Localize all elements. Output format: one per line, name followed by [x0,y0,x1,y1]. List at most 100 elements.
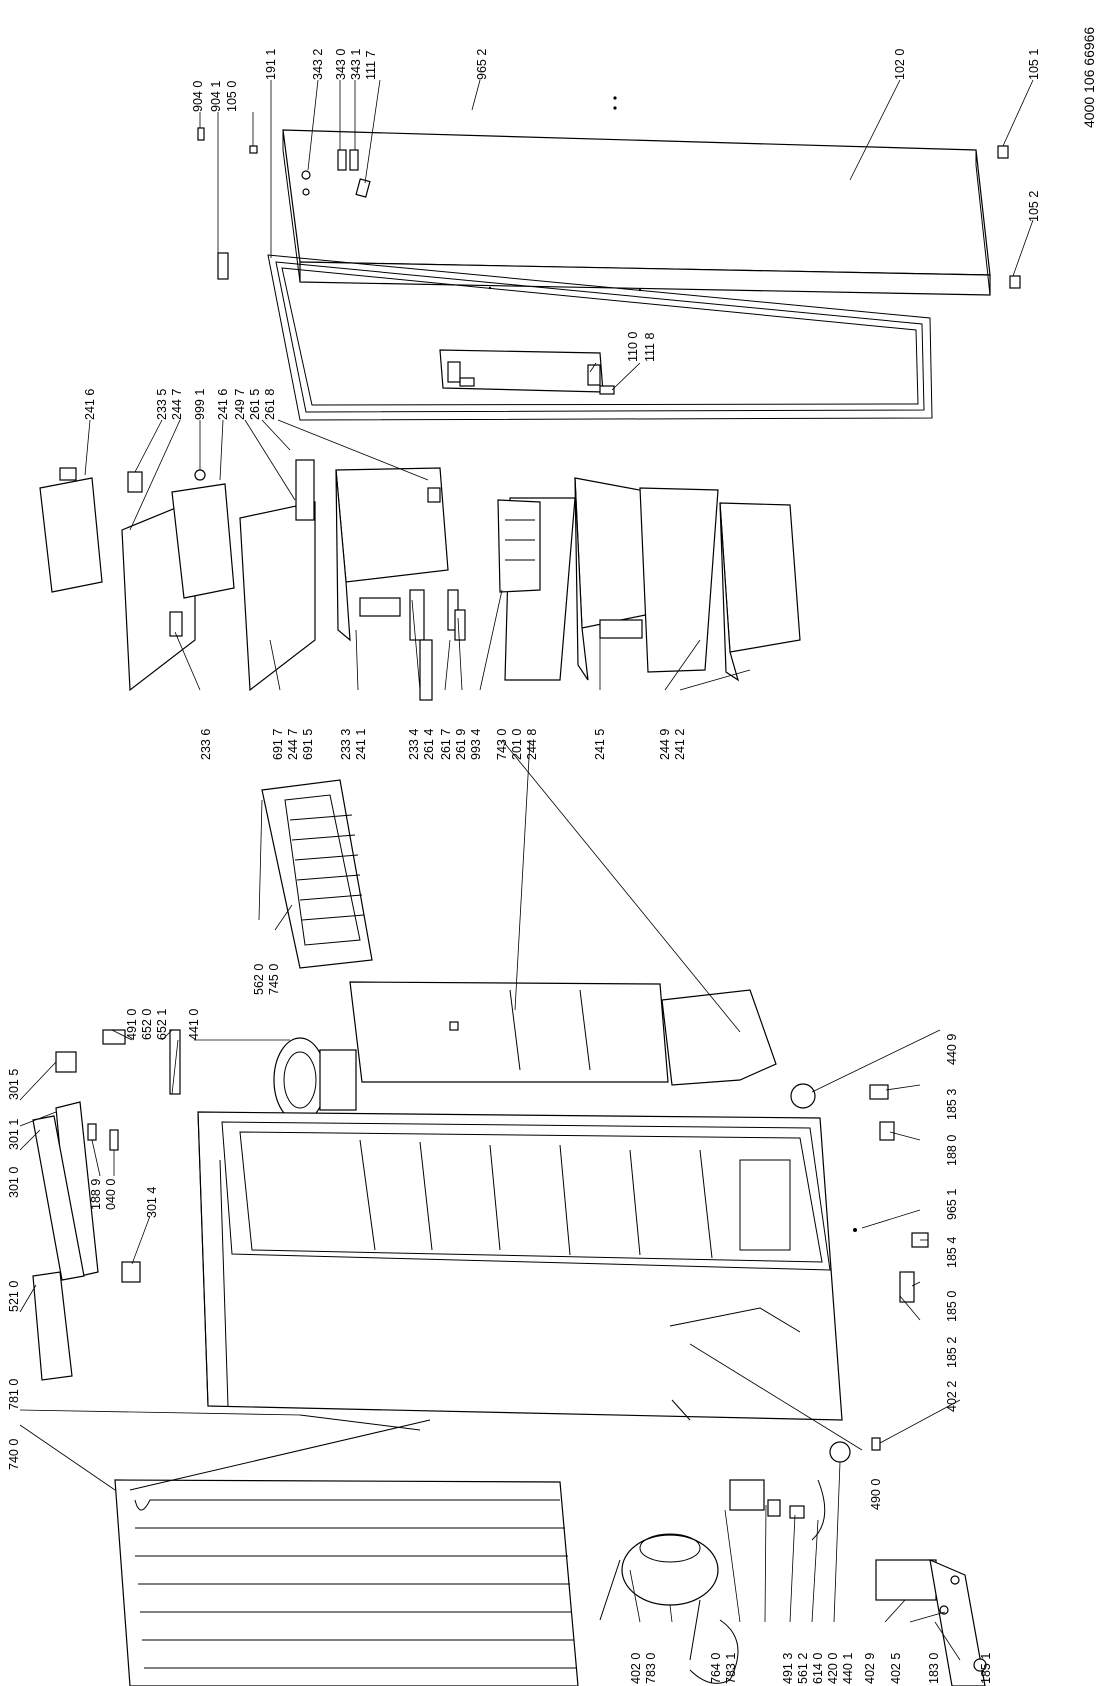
callout-241-2: 241 2 [673,729,687,760]
callout-105-0: 105 0 [225,81,239,112]
middle-flap-shelf [171,459,316,692]
callout-105-2: 105 2 [1027,191,1041,222]
callout-440-9: 440 9 [945,1034,959,1065]
air-duct-cover [661,989,777,1086]
callout-241-1: 241 1 [354,729,368,760]
callout-402-9: 402 9 [863,1653,877,1684]
callout-491-3: 491 3 [781,1653,795,1684]
callout-185-4: 185 4 [945,1237,959,1268]
callout-244-8: 244 8 [525,729,539,760]
callout-040-0: 040 0 [104,1179,118,1210]
parts-layer [32,96,1021,1686]
door-handle [439,349,615,395]
callout-185-2: 185 2 [945,1337,959,1368]
callout-261-5: 261 5 [248,389,262,420]
callout-188-9: 188 9 [89,1179,103,1210]
callout-999-1: 999 1 [193,389,207,420]
callout-241-6-middle: 241 6 [216,389,230,420]
callout-781-0: 781 0 [7,1379,21,1410]
control-panel [32,1051,141,1381]
callout-652-0: 652 0 [140,1009,154,1040]
callout-343-1: 343 1 [349,49,363,80]
fan-assembly [102,1029,357,1123]
callout-745-0: 745 0 [267,964,281,995]
callout-249-7: 249 7 [233,389,247,420]
callout-111-8: 111 8 [643,333,657,362]
callout-261-8: 261 8 [263,389,277,420]
callout-110-0: 110 0 [626,332,640,362]
upper-flap-shelf [39,467,196,692]
callout-402-0: 402 0 [629,1653,643,1684]
callout-185-3: 185 3 [945,1089,959,1120]
callout-233-3: 233 3 [339,729,353,760]
callout-233-4: 233 4 [407,729,421,760]
callout-301-4: 301 4 [145,1187,159,1218]
callout-420-0: 420 0 [826,1653,840,1684]
callout-201-0: 201 0 [510,729,524,760]
drawer-rails [409,487,466,701]
callout-965-2: 965 2 [475,49,489,80]
leader-lines [19,79,1034,1661]
callout-441-0: 441 0 [187,1009,201,1040]
callout-614-0: 614 0 [811,1653,825,1684]
door-hinge-parts [197,127,1021,289]
callout-102-0: 102 0 [893,49,907,80]
ice-tray [497,499,541,593]
freezer-door [282,96,991,296]
callout-301-5: 301 5 [7,1069,21,1100]
callout-652-1: 652 1 [155,1009,169,1040]
callout-904-0: 904 0 [191,81,205,112]
freezer-drawer-upper [335,467,449,642]
callout-301-0: 301 0 [7,1167,21,1198]
callout-191-1: 191 1 [264,49,278,80]
callout-691-7: 691 7 [271,729,285,760]
evaporator-assembly [261,779,373,969]
callout-185-0: 185 0 [945,1291,959,1322]
bottom-hardware [790,1083,929,1451]
callout-183-0: 183 0 [927,1653,941,1684]
callout-188-0: 188 0 [945,1135,959,1166]
callout-561-2: 561 2 [796,1653,810,1684]
freezer-drawer-lower [639,487,801,682]
callout-244-7-lower: 244 7 [286,729,300,760]
callout-244-7-upper: 244 7 [170,389,184,420]
callout-491-0: 491 0 [125,1009,139,1040]
callout-105-1: 105 1 [1027,49,1041,80]
callout-343-0: 343 0 [334,49,348,80]
cabinet-body [197,1111,843,1421]
door-gasket [267,254,933,421]
callout-233-5: 233 5 [155,389,169,420]
callout-241-6-upper: 241 6 [83,389,97,420]
callout-562-0: 562 0 [252,964,266,995]
callout-labels: 904 0 904 1 105 0 191 1 343 2 343 0 343 … [7,27,1097,1684]
callout-490-0: 490 0 [869,1479,883,1510]
callout-261-9: 261 9 [454,729,468,760]
callout-111-7: 111 7 [364,51,378,80]
callout-764-0: 764 0 [709,1653,723,1684]
callout-783-0: 783 0 [644,1653,658,1684]
callout-691-5: 691 5 [301,729,315,760]
rear-panel [349,981,669,1083]
callout-244-9: 244 9 [658,729,672,760]
callout-343-2: 343 2 [311,49,325,80]
callout-261-4: 261 4 [422,729,436,760]
callout-904-1: 904 1 [209,81,223,112]
callout-783-1: 783 1 [724,1653,738,1684]
callout-743-0: 743 0 [495,729,509,760]
document-number: 4000 106 66966 [1081,27,1097,128]
callout-965-1: 965 1 [945,1189,959,1220]
callout-185-1: 185 1 [979,1653,993,1684]
callout-440-1: 440 1 [841,1653,855,1684]
callout-740-0: 740 0 [7,1439,21,1470]
callout-402-2: 402 2 [945,1381,959,1412]
callout-993-4: 993 4 [469,729,483,760]
callout-233-6: 233 6 [199,729,213,760]
callout-261-7: 261 7 [439,729,453,760]
callout-402-5: 402 5 [889,1653,903,1684]
condenser-coil [114,1414,579,1686]
callout-521-0: 521 0 [7,1281,21,1312]
electrical-components [669,1307,987,1686]
callout-301-1: 301 1 [7,1119,21,1150]
callout-241-5: 241 5 [593,729,607,760]
